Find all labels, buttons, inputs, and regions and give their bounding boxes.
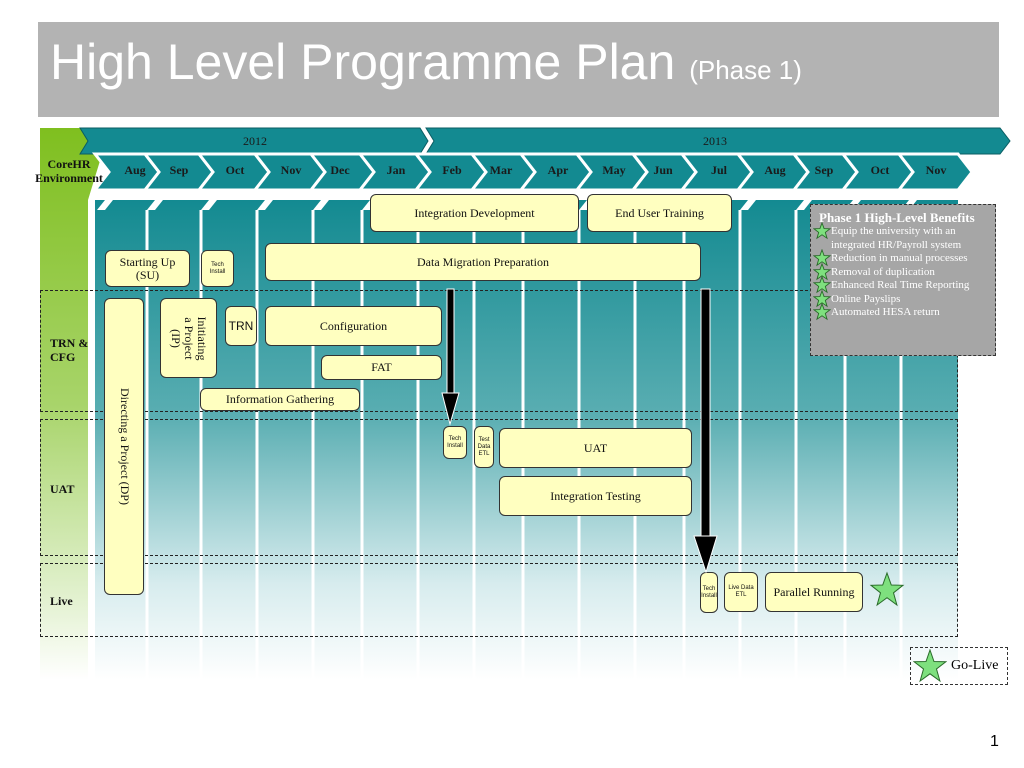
star-icon — [813, 262, 831, 280]
title-bar — [38, 22, 999, 117]
benefit-text: Reduction in manual processes — [831, 252, 968, 264]
star-icon — [813, 276, 831, 294]
month-label-oct-2012: Oct — [225, 163, 245, 177]
month-chevron — [895, 152, 974, 192]
year-label-2013: 2013 — [703, 134, 727, 148]
task-directing-a-project: Directing a Project (DP) — [104, 298, 144, 595]
month-label-may-2013: May — [602, 163, 626, 177]
benefits-title: Phase 1 High-Level Benefits — [819, 210, 975, 225]
month-label-jun-2013: Jun — [653, 163, 673, 177]
task-trn: TRN — [225, 306, 257, 346]
month-label-nov-2012: Nov — [280, 163, 302, 177]
arrow-head-uat — [441, 392, 460, 426]
benefit-text: Automated HESA return — [831, 306, 940, 318]
go-live-label: Go-Live — [951, 658, 999, 673]
month-label-aug-2013: Aug — [764, 163, 786, 177]
month-label-sep-2012: Sep — [169, 163, 189, 177]
task-initiating-a-project: Initiating a Project (IP) — [160, 298, 217, 378]
benefit-text: Enhanced Real Time Reporting — [831, 279, 970, 291]
month-label-aug-2012: Aug — [124, 163, 146, 177]
benefit-item: Online Payslips — [813, 289, 987, 307]
task-integration-development: Integration Development — [370, 194, 579, 232]
month-chevron-tail — [313, 190, 337, 210]
task-live-data-etl: Live Data ETL — [724, 572, 758, 612]
task-parallel-running: Parallel Running — [765, 572, 863, 612]
go-live-star-icon — [869, 571, 905, 607]
star-icon — [813, 222, 831, 240]
month-label-apr-2013: Apr — [547, 163, 569, 177]
task-data-migration-preparation: Data Migration Preparation — [265, 243, 701, 281]
arrow-shaft-live — [700, 288, 711, 538]
benefits-panel: Phase 1 High-Level Benefits Equip the un… — [810, 204, 996, 356]
year-banner-2013 — [425, 127, 1011, 155]
title-main-text: High Level Programme Plan — [50, 34, 676, 90]
task-tech-install-uat: Tech Install — [443, 426, 467, 459]
environment-label-live: Live — [50, 594, 73, 608]
phase-region-uat — [40, 419, 958, 556]
month-chevron-tail — [201, 190, 225, 210]
month-chevron-tail — [796, 190, 820, 210]
benefit-text: Removal of duplication — [831, 265, 935, 278]
task-tech-install-live: Tech Install — [700, 572, 718, 613]
star-icon — [813, 289, 831, 307]
task-test-data-etl: Test Data ETL — [474, 426, 494, 468]
month-label-dec-2012: Dec — [330, 163, 350, 177]
month-label-nov-2013: Nov — [925, 163, 947, 177]
task-integration-testing: Integration Testing — [499, 476, 692, 516]
go-live-legend: Go-Live — [910, 647, 1008, 685]
page-number: 1 — [990, 733, 999, 750]
benefit-item: Removal of duplication — [813, 262, 987, 280]
month-label-jan-2013: Jan — [386, 163, 406, 177]
environment-column — [40, 128, 110, 680]
task-tech-install-initial: Tech Install — [201, 250, 234, 287]
task-starting-up: Starting Up (SU) — [105, 250, 190, 287]
star-icon — [813, 303, 831, 321]
month-chevron-tail — [147, 190, 171, 210]
task-end-user-training: End User Training — [587, 194, 732, 232]
benefit-text: Equip the university with an integrated … — [831, 225, 962, 251]
month-label-jul-2013: Jul — [710, 163, 727, 177]
page-title: High Level Programme Plan (Phase 1) — [50, 30, 802, 102]
phase-region-live — [40, 563, 958, 637]
task-information-gathering: Information Gathering — [200, 388, 360, 411]
star-icon — [813, 249, 831, 267]
year-label-2012: 2012 — [243, 134, 267, 148]
environment-label-uat: UAT — [50, 482, 75, 496]
task-uat: UAT — [499, 428, 692, 468]
arrow-head-live — [693, 535, 718, 574]
environment-header: CoreHR Environment — [35, 157, 103, 185]
environment-label-trn-cfg: TRN & CFG — [50, 336, 89, 364]
month-label-oct-2013: Oct — [870, 163, 890, 177]
benefit-item: Equip the university with an integrated … — [813, 222, 987, 252]
task-configuration: Configuration — [265, 306, 442, 346]
task-fat: FAT — [321, 355, 442, 380]
month-label-feb-2013: Feb — [442, 163, 462, 177]
benefit-text: Online Payslips — [831, 292, 901, 305]
title-phase-text: (Phase 1) — [689, 55, 802, 85]
benefit-item: Automated HESA return — [813, 303, 987, 321]
month-chevron-tail — [97, 190, 121, 210]
benefit-item: Reduction in manual processes — [813, 249, 987, 267]
star-icon — [913, 649, 947, 683]
month-chevron-tail — [740, 190, 764, 210]
benefit-item: Enhanced Real Time Reporting — [813, 276, 987, 294]
arrow-shaft-uat — [446, 288, 455, 395]
month-chevron-tail — [257, 190, 281, 210]
month-label-sep-2013: Sep — [814, 163, 834, 177]
month-label-mar-2013: Mar — [489, 163, 513, 177]
